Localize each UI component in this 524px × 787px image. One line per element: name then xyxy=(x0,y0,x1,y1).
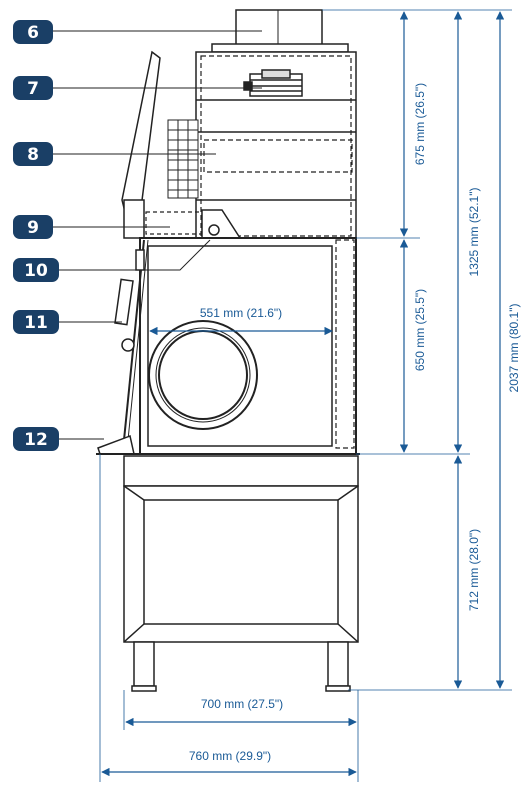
svg-text:12: 12 xyxy=(24,430,48,450)
callout-11: 11 xyxy=(13,310,59,334)
callout-leaders xyxy=(50,30,262,440)
cabinet-drawing xyxy=(96,9,360,692)
dim-total-width: 760 mm (29.9") xyxy=(189,749,271,763)
exhaust-collar xyxy=(211,43,349,53)
dimension-lines xyxy=(99,9,512,782)
svg-text:8: 8 xyxy=(27,145,39,165)
svg-text:7: 7 xyxy=(27,79,39,99)
svg-text:10: 10 xyxy=(24,261,48,281)
canopy-lower xyxy=(123,199,145,239)
glove-port xyxy=(148,320,258,430)
hepa-filter xyxy=(203,139,353,173)
callout-12: 12 xyxy=(13,427,59,451)
gas-spring xyxy=(114,249,145,352)
dim-work-area: 650 mm (25.5") xyxy=(413,289,427,371)
dimension-labels: 551 mm (21.6") 700 mm (27.5") 760 mm (29… xyxy=(189,83,521,763)
svg-text:11: 11 xyxy=(24,313,48,333)
side-filter xyxy=(167,119,199,199)
dim-stand-width: 700 mm (27.5") xyxy=(201,697,283,711)
dim-cabinet-height: 1325 mm (52.1") xyxy=(467,188,481,277)
work-window xyxy=(147,245,333,447)
svg-text:6: 6 xyxy=(27,23,39,43)
callout-9: 9 xyxy=(13,215,53,239)
light-bulb xyxy=(208,224,220,236)
dim-inner-width: 551 mm (21.6") xyxy=(200,306,282,320)
fan-unit xyxy=(243,69,303,97)
side-panel xyxy=(335,239,355,449)
callout-badges: 6 7 8 9 10 11 12 xyxy=(13,20,59,451)
exhaust-duct xyxy=(235,9,323,47)
dim-total-height: 2037 mm (80.1") xyxy=(507,304,521,393)
svg-text:9: 9 xyxy=(27,218,39,238)
dim-top-section: 675 mm (26.5") xyxy=(413,83,427,165)
callout-8: 8 xyxy=(13,142,53,166)
dim-stand-height: 712 mm (28.0") xyxy=(467,529,481,611)
callout-10: 10 xyxy=(13,258,59,282)
callout-7: 7 xyxy=(13,76,53,100)
internal-panel xyxy=(200,55,352,237)
stand xyxy=(123,455,359,692)
lamp-box xyxy=(145,211,203,235)
callout-6: 6 xyxy=(13,20,53,44)
